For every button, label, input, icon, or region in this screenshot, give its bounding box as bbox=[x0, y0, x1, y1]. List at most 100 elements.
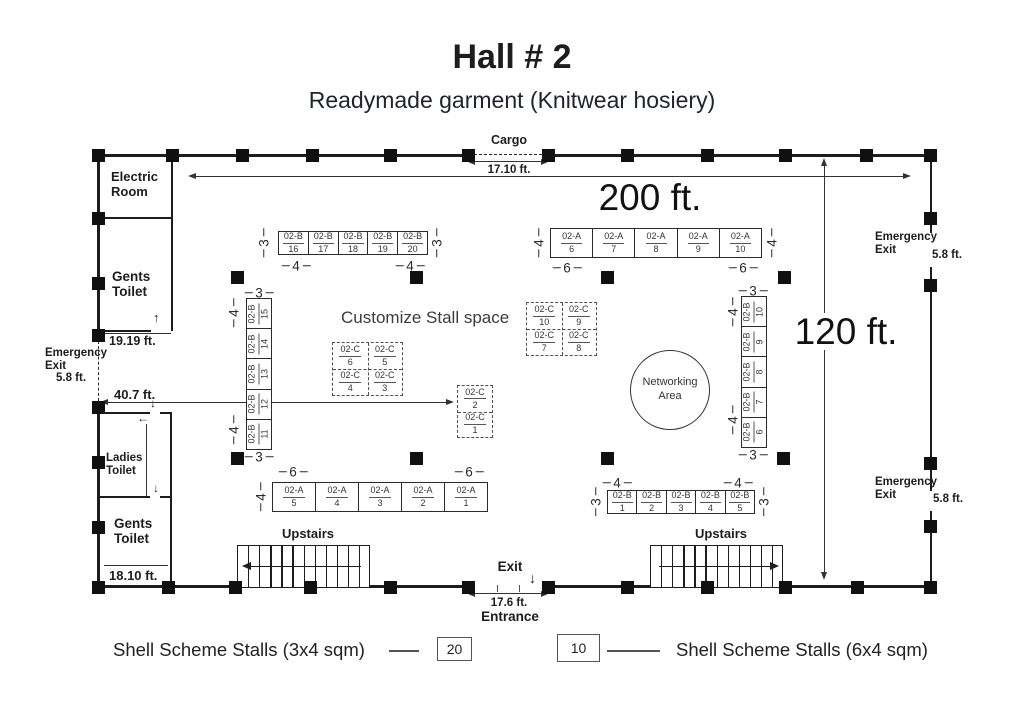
dim-tick bbox=[233, 319, 235, 328]
networking-area-circle: Networking Area bbox=[630, 350, 710, 430]
dimension-marker: 4 bbox=[602, 476, 632, 490]
dimension-marker: 3 bbox=[738, 448, 768, 462]
stair-arrow-left-line bbox=[247, 565, 361, 568]
column-pillar bbox=[600, 451, 614, 465]
stall-number: 5 bbox=[382, 357, 388, 367]
dim-18ft-line bbox=[104, 564, 168, 566]
toilet-block-right-wall bbox=[169, 411, 172, 587]
stall-code: 02-C bbox=[533, 305, 555, 317]
dim-tick bbox=[263, 249, 265, 258]
column-pillar bbox=[541, 580, 555, 594]
dim-tick bbox=[728, 267, 737, 269]
stall-number: 5 bbox=[737, 503, 743, 513]
dim-tick bbox=[260, 482, 262, 491]
stall-number: 8 bbox=[653, 244, 659, 254]
dim-value: 3 bbox=[588, 498, 604, 506]
dimension-marker: 4 bbox=[253, 482, 268, 512]
dim-19ft-label: 19.19 ft. bbox=[109, 334, 156, 348]
dim-tick bbox=[759, 454, 768, 456]
dim-value: 4 bbox=[734, 475, 742, 491]
arrowhead bbox=[541, 158, 548, 165]
stall-code: 02-C bbox=[339, 371, 361, 383]
stall-number: 10 bbox=[754, 306, 765, 317]
column-pillar bbox=[91, 520, 105, 534]
dimension-marker: 6 bbox=[552, 261, 582, 275]
column-pillar bbox=[91, 580, 105, 594]
dim-120ft-label: 120 ft. bbox=[790, 313, 902, 350]
wall-right-middle bbox=[929, 267, 933, 491]
arrowhead bbox=[821, 158, 828, 166]
gents-toilet-bottom-wall bbox=[98, 329, 151, 332]
dim-120ft-line bbox=[824, 162, 826, 578]
column-pillar bbox=[923, 519, 937, 533]
column-pillar bbox=[620, 148, 634, 162]
stall-number: 7 bbox=[611, 244, 617, 254]
dim-tick bbox=[573, 267, 582, 269]
stall-code: 02-B bbox=[342, 232, 364, 244]
stair-arrow-right-line bbox=[659, 565, 773, 568]
stall-number: 19 bbox=[377, 244, 388, 254]
wall-left-lower bbox=[97, 401, 100, 587]
entrance-label: Entrance bbox=[481, 609, 539, 624]
networking-area-label: Networking Area bbox=[642, 376, 698, 402]
entrance-tick bbox=[497, 585, 499, 592]
cargo-dim-line bbox=[471, 161, 545, 163]
dim-tick bbox=[475, 471, 484, 473]
dim-tick bbox=[302, 265, 311, 267]
column-pillar bbox=[409, 451, 423, 465]
dim-value: 6 bbox=[289, 464, 297, 480]
column-pillar bbox=[91, 400, 105, 414]
stall-code: 02-C bbox=[533, 331, 555, 343]
dim-value: 3 bbox=[429, 239, 445, 247]
arrowhead bbox=[903, 173, 911, 180]
stall-code: 02-A bbox=[729, 232, 751, 244]
electric-room-label: Electric Room bbox=[111, 169, 158, 199]
column-pillar bbox=[383, 580, 397, 594]
column-pillar bbox=[778, 148, 792, 162]
stall-number: 13 bbox=[259, 368, 270, 380]
column-pillar bbox=[383, 148, 397, 162]
stall-number: 3 bbox=[382, 383, 388, 393]
dimension-marker: 4 bbox=[725, 297, 740, 327]
dim-tick bbox=[265, 456, 274, 458]
stall-code: 02-B bbox=[372, 232, 394, 244]
column-pillar bbox=[235, 148, 249, 162]
dim-tick bbox=[260, 503, 262, 512]
dim-200ft-line bbox=[193, 176, 907, 178]
wall-top-right bbox=[547, 154, 932, 157]
dim-tick bbox=[732, 297, 734, 306]
toilet-divider-stub bbox=[160, 495, 171, 498]
dim-value: 4 bbox=[226, 309, 242, 317]
gents-toilet-bottom-label: Gents Toilet bbox=[114, 516, 153, 547]
column-pillar bbox=[228, 580, 242, 594]
dim-tick bbox=[244, 456, 253, 458]
stall-number: 1 bbox=[619, 503, 625, 513]
column-pillar bbox=[91, 211, 105, 225]
column-pillar bbox=[776, 451, 790, 465]
dimension-marker: 6 bbox=[454, 465, 484, 479]
stall-code: 02-A bbox=[645, 232, 667, 244]
gents-toilet-top-label: Gents Toilet bbox=[112, 269, 151, 300]
stall-divider bbox=[527, 329, 596, 330]
dim-tick bbox=[602, 482, 611, 484]
